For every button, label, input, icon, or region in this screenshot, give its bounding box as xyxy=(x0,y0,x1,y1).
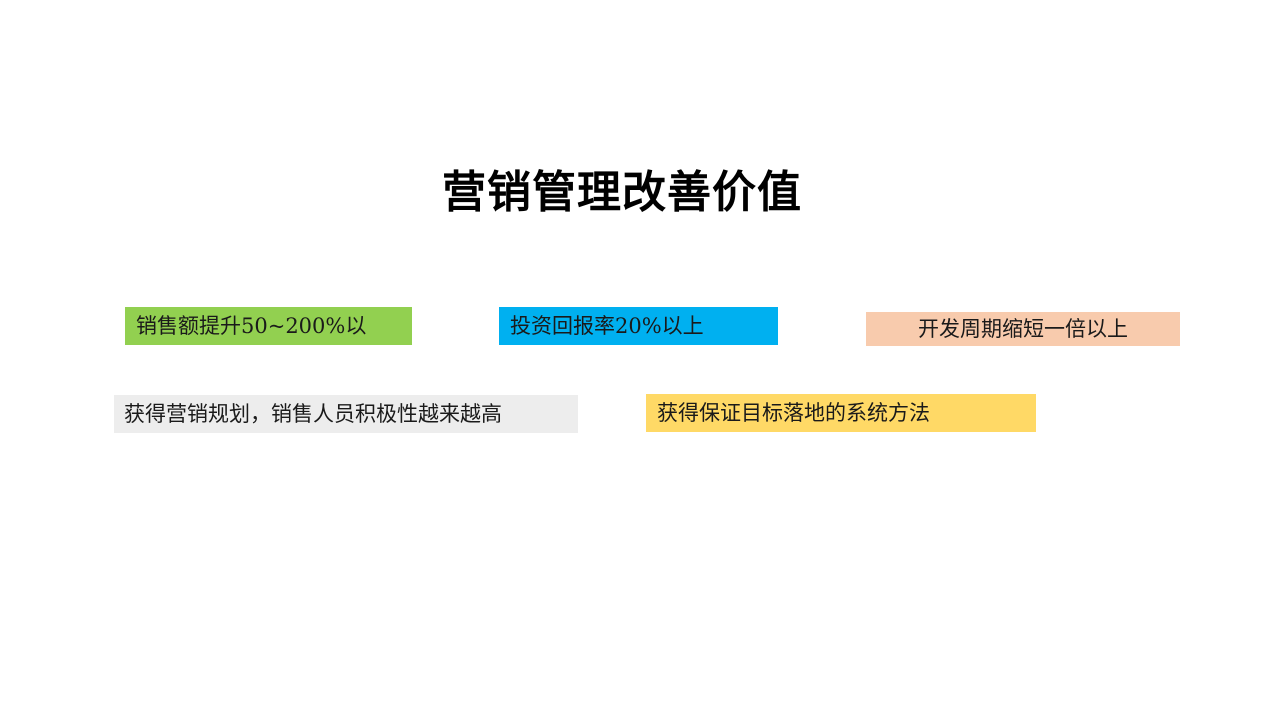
value-tag-system-method: 获得保证目标落地的系统方法 xyxy=(646,394,1036,432)
value-tag-dev-cycle: 开发周期缩短一倍以上 xyxy=(866,312,1180,346)
value-tag-roi: 投资回报率20%以上 xyxy=(499,307,778,345)
value-tag-marketing-planning: 获得营销规划，销售人员积极性越来越高 xyxy=(114,395,578,433)
value-tag-sales-growth: 销售额提升50~200%以 xyxy=(125,307,412,345)
slide-title: 营销管理改善价值 xyxy=(442,167,802,218)
